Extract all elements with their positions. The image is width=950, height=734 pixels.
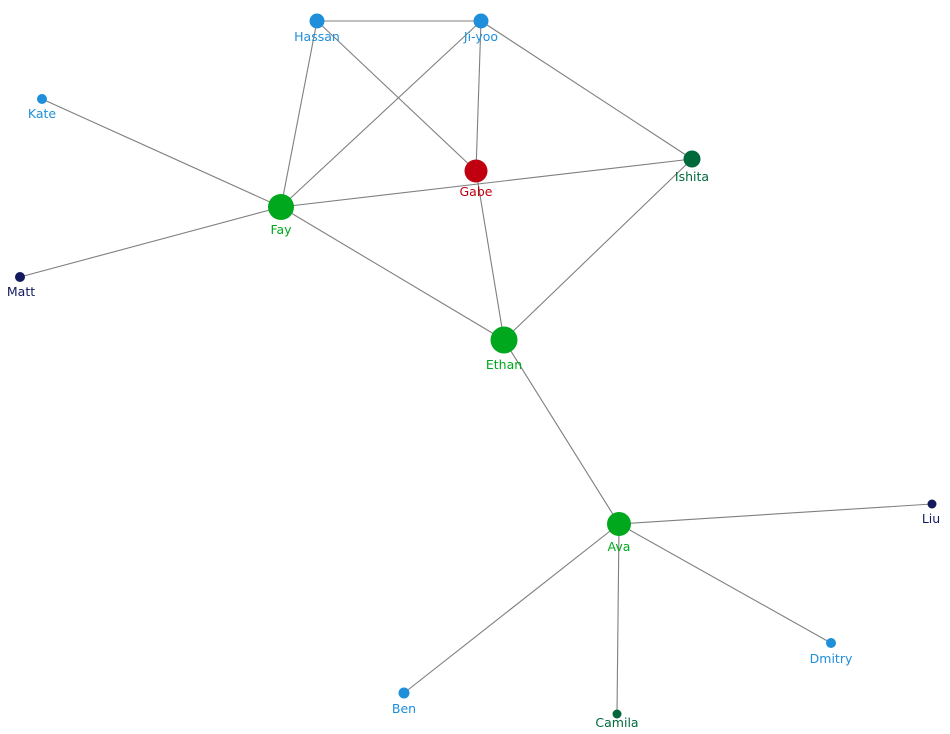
graph-edge bbox=[475, 170, 505, 341]
graph-node[interactable] bbox=[683, 150, 701, 168]
graph-node[interactable] bbox=[473, 13, 489, 29]
graph-edge bbox=[618, 523, 832, 644]
graph-node-label: Gabe bbox=[460, 184, 493, 199]
graph-edge bbox=[503, 339, 620, 525]
graph-node-label: Camila bbox=[595, 715, 638, 730]
graph-edge bbox=[280, 158, 693, 208]
graph-node[interactable] bbox=[826, 638, 836, 648]
graph-node-label: Liu bbox=[922, 511, 940, 526]
graph-node-label: Matt bbox=[7, 284, 35, 299]
graph-node[interactable] bbox=[927, 499, 937, 509]
edges-layer bbox=[19, 20, 933, 715]
graph-node[interactable] bbox=[490, 326, 518, 354]
graph-node[interactable] bbox=[607, 512, 631, 536]
graph-node-label: Ishita bbox=[675, 169, 709, 184]
graph-node[interactable] bbox=[398, 687, 410, 699]
graph-edge bbox=[316, 20, 477, 172]
graph-edge bbox=[280, 206, 505, 341]
graph-edge bbox=[480, 20, 693, 160]
graph-node[interactable] bbox=[309, 13, 325, 29]
graph-edge bbox=[503, 158, 693, 341]
graph-node[interactable] bbox=[464, 159, 488, 183]
nodes-layer bbox=[15, 13, 937, 719]
graph-edge bbox=[618, 503, 933, 525]
graph-edge bbox=[19, 206, 282, 278]
graph-node[interactable] bbox=[37, 94, 47, 104]
graph-edge bbox=[616, 523, 620, 715]
graph-node-label: Kate bbox=[28, 106, 57, 121]
graph-node-label: Dmitry bbox=[810, 651, 853, 666]
graph-node[interactable] bbox=[612, 709, 622, 719]
graph-edge bbox=[280, 20, 318, 208]
graph-node-label: Fay bbox=[270, 222, 292, 237]
graph-node-label: Ji-yoo bbox=[463, 29, 498, 44]
labels-layer: Hassan Ji-yooKateIshitaGabeFayMattEthanLi… bbox=[7, 29, 940, 730]
graph-edge bbox=[475, 20, 482, 172]
graph-node-label: Ava bbox=[608, 539, 631, 554]
graph-node-label: Ethan bbox=[486, 357, 522, 372]
graph-edge bbox=[41, 98, 282, 208]
graph-edge bbox=[403, 523, 620, 694]
graph-node[interactable] bbox=[15, 272, 25, 282]
graph-edge bbox=[280, 20, 482, 208]
graph-node-label: Ben bbox=[392, 701, 416, 716]
graph-node[interactable] bbox=[268, 194, 294, 220]
graph-node-label: Hassan bbox=[294, 29, 340, 44]
